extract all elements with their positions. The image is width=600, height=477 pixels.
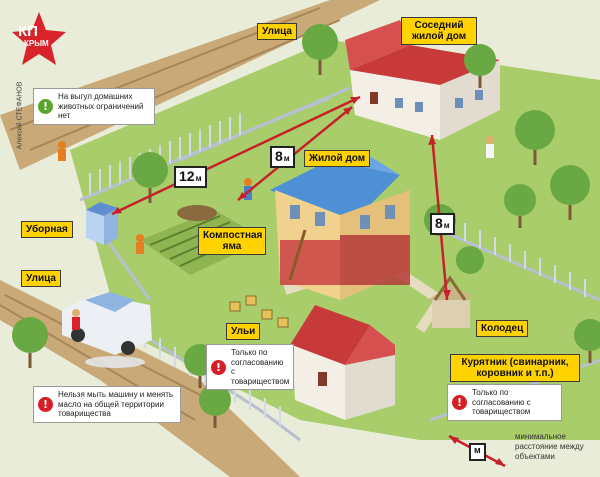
kp-logo: КП КРЫМ <box>10 10 68 68</box>
note-pets: ! На выгул домашних животных ограничений… <box>33 88 155 125</box>
main-house-drawing <box>270 150 410 300</box>
logo-subtext: КРЫМ <box>24 39 49 48</box>
info-icon: ! <box>38 98 53 114</box>
garden-rows <box>149 215 251 267</box>
hives-drawing <box>229 295 289 328</box>
label-hives: Ульи <box>226 323 261 340</box>
note-text: На выгул домашних животных ограничений н… <box>58 92 144 120</box>
label-neighbor-house: Соседний жилой дом <box>401 17 477 45</box>
logo-star-icon <box>12 12 66 65</box>
neighbor-house-drawing <box>345 20 500 140</box>
legend-text: минимальное расстояние между объектами <box>515 432 584 461</box>
toilet-drawing <box>86 202 118 245</box>
distance-value: 8 <box>275 148 283 164</box>
label-toilet: Уборная <box>21 221 73 238</box>
trees <box>12 24 600 416</box>
label-street-top: Улица <box>257 23 297 40</box>
car-drawing <box>62 292 152 368</box>
distance-unit: м <box>195 174 202 183</box>
distance-value: 8 <box>435 215 443 231</box>
distance-unit: м <box>443 221 450 230</box>
label-compost: Компостная яма <box>198 227 266 255</box>
legend-unit-box: м <box>469 443 486 461</box>
note-text: Только по согласованию с товариществом <box>231 348 290 386</box>
logo-text: КП <box>18 23 38 40</box>
well-drawing <box>428 275 472 328</box>
note-car: ! Нельзя мыть машину и менять масло на о… <box>33 386 181 423</box>
legend: м минимальное расстояние между объектами <box>443 430 595 472</box>
label-house: Жилой дом <box>304 150 371 167</box>
author-credit: Алексей СТЕФАНОВ <box>16 81 24 150</box>
warning-icon: ! <box>452 394 467 410</box>
label-well: Колодец <box>476 320 529 337</box>
note-hives: ! Только по согласованию с товариществом <box>206 344 294 390</box>
road-tracks <box>0 7 341 421</box>
legend-unit: м <box>474 445 481 455</box>
note-text: Только по согласованию с товариществом <box>472 388 531 416</box>
warning-icon: ! <box>38 396 53 412</box>
note-coop: ! Только по согласованию с товариществом <box>447 384 562 421</box>
label-coop: Курятник (свинарник, коровник и т.п.) <box>450 354 580 382</box>
compost-pit-drawing <box>177 205 217 221</box>
coop-drawing <box>290 305 395 420</box>
warning-icon: ! <box>211 359 226 375</box>
note-text: Нельзя мыть машину и менять масло на общ… <box>58 390 174 418</box>
label-street-left: Улица <box>21 270 61 287</box>
distance-unit: м <box>283 154 290 163</box>
distance-value: 12 <box>179 168 195 184</box>
arrow-heads <box>112 97 451 300</box>
